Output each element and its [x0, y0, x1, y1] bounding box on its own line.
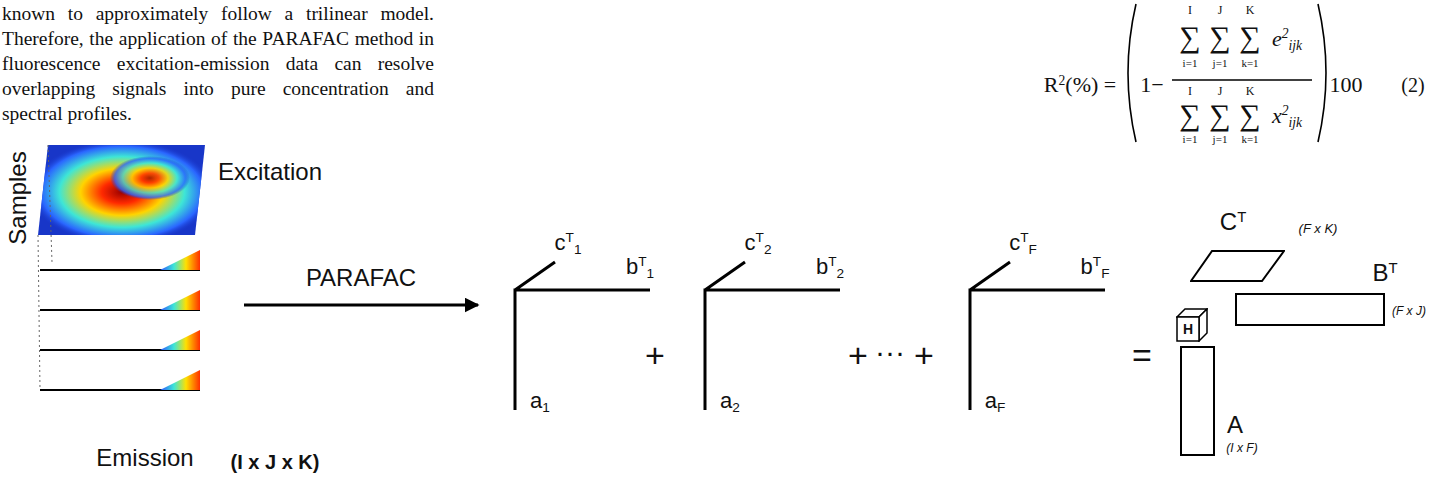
operator-sign: + — [645, 338, 665, 372]
equation-term: (2) — [1401, 75, 1424, 95]
parenthesis — [1318, 4, 1326, 142]
operator-sign: ··· — [875, 337, 905, 367]
equation-term: J — [1218, 85, 1223, 97]
cube-front — [1177, 317, 1199, 341]
stack-dotted-edge — [48, 145, 52, 262]
equation-term: I — [1188, 85, 1192, 97]
parenthesis — [1128, 4, 1136, 142]
fraction-bar — [1172, 79, 1312, 81]
node-sublabel: bT1 — [626, 255, 654, 280]
loading-matrix: BT(F x J) — [1235, 293, 1385, 326]
eem-thin-slices — [38, 145, 200, 390]
shape-outline — [1235, 293, 1385, 326]
node-sublabel: aF — [985, 390, 1006, 415]
equation-term: ∑ — [1179, 100, 1200, 130]
equation-term: J — [1218, 4, 1223, 16]
equation-term: ∑ — [1209, 100, 1230, 130]
equation-term: I — [1188, 4, 1192, 16]
rank-one-triad: cT2 bT2 a2 — [670, 225, 860, 425]
node-label: cT1 — [555, 231, 582, 256]
node-sublabel: (I x J x K) — [231, 452, 320, 472]
rank-one-triad: cT1 bT1 a1 — [480, 225, 670, 425]
node-label: A — [1227, 413, 1243, 437]
cube-side — [1199, 309, 1207, 341]
shape-outline — [1180, 346, 1215, 456]
loading-matrix: CT(F x K) — [1190, 250, 1285, 282]
equation-term: j=1 — [1213, 58, 1228, 69]
equation-term: ∑ — [1239, 100, 1260, 130]
body-paragraph: known to approximately follow a trilinea… — [2, 1, 434, 126]
node-label: CT — [1220, 210, 1246, 234]
arrow-connector — [244, 304, 478, 307]
triads — [515, 262, 1105, 410]
node-label: cTF — [1009, 231, 1037, 256]
node-sublabel: Excitation — [218, 160, 322, 184]
slice-heatmap — [160, 290, 200, 310]
equation-term: x2ijk — [1272, 104, 1302, 129]
slice-heatmap — [160, 250, 200, 270]
equation-term: i=1 — [1183, 58, 1198, 69]
eem-top-slice — [30, 140, 214, 244]
operator-sign: = — [1132, 338, 1152, 372]
heatmap-blob — [110, 156, 190, 200]
slice-heatmap — [160, 370, 200, 390]
rank-one-triad: cTF bTF aF — [935, 225, 1125, 425]
node-label: Samples — [6, 151, 30, 244]
matrix-rect — [1181, 347, 1214, 455]
equation-term: j=1 — [1213, 134, 1228, 145]
equation-term: k=1 — [1241, 58, 1258, 69]
node-sublabel: bTF — [1081, 255, 1110, 280]
node-sublabel: (F x K) — [1299, 222, 1338, 235]
core-cube: H — [1176, 308, 1208, 342]
node-sublabel: Emission — [96, 446, 193, 470]
node-label: BT — [1372, 261, 1397, 285]
equation-term: ∑ — [1179, 22, 1200, 52]
equation-term: ∑ — [1239, 22, 1260, 52]
loading-matrix: A(I x F) — [1180, 346, 1215, 456]
equation-term: 100 — [1330, 74, 1363, 96]
stack-dotted-edge — [38, 235, 40, 390]
eem-stack: SamplesExcitationEmission(I x J x K) — [0, 140, 240, 485]
node-sublabel: a1 — [530, 390, 550, 415]
equation-term: e2ijk — [1272, 27, 1302, 52]
node-sublabel: (F x J) — [1392, 305, 1426, 317]
equation-term: R2(%) = — [1044, 74, 1116, 97]
operator-sign: + — [848, 338, 868, 372]
node-sublabel: a2 — [720, 390, 740, 415]
equation-term: ∑ — [1209, 22, 1230, 52]
equation-term: K — [1246, 4, 1255, 16]
shape-outline — [1190, 250, 1285, 282]
node-sublabel: (I x F) — [1226, 442, 1257, 454]
equation-term: 1− — [1140, 74, 1163, 96]
operator-sign: + — [914, 338, 934, 372]
edge-label: PARAFAC — [304, 264, 418, 292]
node-sublabel: bT2 — [816, 255, 844, 280]
heatmap-blob — [30, 140, 214, 244]
matrix-parallelogram — [1191, 251, 1284, 281]
equation-term: K — [1246, 85, 1255, 97]
slice-heatmap — [160, 330, 200, 350]
matrix-rect — [1236, 294, 1384, 325]
equation-term: k=1 — [1241, 134, 1258, 145]
equation-term: i=1 — [1183, 134, 1198, 145]
equation-marks — [1128, 4, 1326, 142]
node-label: H — [1183, 322, 1193, 336]
node-label: cT2 — [745, 231, 772, 256]
